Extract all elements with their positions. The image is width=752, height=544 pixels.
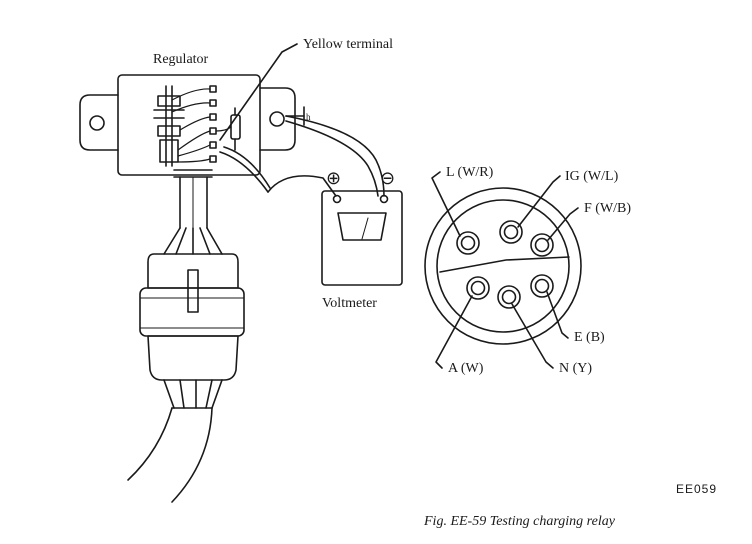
terminal-label-ig: IG (W/L) — [565, 169, 619, 184]
ground-wire-2 — [285, 120, 379, 197]
ground-wire — [285, 115, 385, 197]
terminal-divider — [439, 256, 570, 273]
regulator-right-tab — [259, 87, 296, 151]
ground-label: h — [306, 112, 311, 122]
pin-n — [497, 285, 521, 309]
right-mount-hole — [269, 111, 285, 127]
leader-f — [547, 207, 579, 241]
pin-f — [530, 233, 554, 257]
leader-ig — [517, 175, 561, 228]
regulator-label: Regulator — [153, 52, 209, 67]
connector-upper — [147, 253, 239, 289]
positive-probe-wire-2 — [223, 146, 271, 189]
terminal-label-l: L (W/R) — [446, 165, 494, 180]
terminal-face — [424, 171, 582, 369]
negative-terminal — [379, 194, 389, 204]
terminal-label-e: E (B) — [574, 330, 605, 345]
terminal-label-f: F (W/B) — [584, 201, 631, 216]
connector-lower — [147, 335, 239, 381]
pin-l — [456, 231, 480, 255]
terminal-label-a: A (W) — [448, 361, 484, 376]
regulator-body — [117, 74, 261, 176]
regulator-internal-wires — [171, 88, 232, 163]
voltmeter-label: Voltmeter — [322, 296, 377, 311]
terminal-face-inner — [436, 199, 570, 333]
yellow-terminal-leader — [219, 43, 298, 141]
pin-ig — [499, 220, 523, 244]
connector-assembly — [127, 169, 245, 503]
leader-e — [546, 291, 569, 339]
terminal-label-n: N (Y) — [559, 361, 592, 376]
terminal-face-outer — [424, 187, 582, 345]
positive-probe-wire — [219, 151, 269, 193]
regulator-terminals — [209, 85, 217, 163]
yellow-terminal-label: Yellow terminal — [303, 37, 393, 52]
positive-symbol: ⊕ — [326, 168, 341, 189]
wire-harness — [127, 407, 173, 481]
positive-terminal — [332, 194, 342, 204]
pin-e — [530, 274, 554, 298]
leader-a — [435, 295, 473, 369]
figure-caption: Fig. EE-59 Testing charging relay — [423, 514, 616, 529]
figure-code: EE059 — [676, 482, 717, 496]
pin-a — [466, 276, 490, 300]
voltmeter-body — [321, 190, 403, 286]
leader-n — [511, 303, 554, 369]
left-mount-hole — [89, 115, 105, 131]
voltmeter — [321, 190, 403, 286]
voltmeter-positive-lead — [267, 175, 337, 197]
negative-symbol: ⊖ — [380, 168, 395, 189]
ground-symbol — [285, 106, 305, 126]
regulator-unit — [79, 74, 296, 176]
voltmeter-dial — [337, 212, 387, 241]
leader-l — [431, 171, 461, 237]
regulator-left-tab — [79, 94, 119, 151]
relay-assembly — [153, 85, 185, 167]
